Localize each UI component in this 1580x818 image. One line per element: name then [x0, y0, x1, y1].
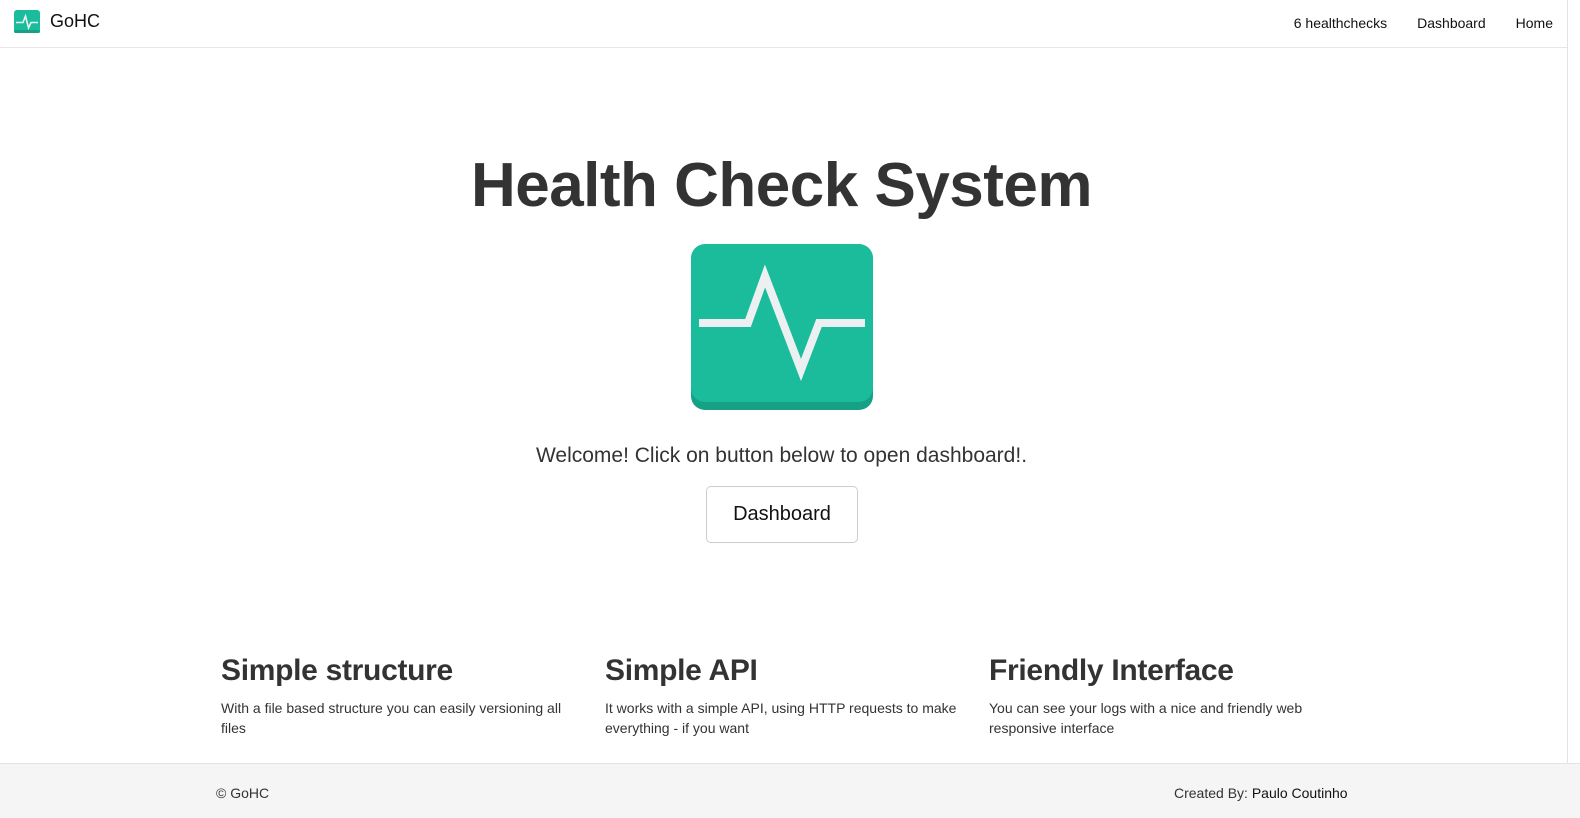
feature-description: You can see your logs with a nice and fr… — [989, 700, 1303, 736]
feature-description: With a file based structure you can easi… — [221, 700, 562, 736]
feature-simple-api: Simple API It works with a simple API, u… — [605, 652, 965, 738]
feature-description: It works with a simple API, using HTTP r… — [605, 700, 957, 736]
page-footer: © GoHC Created By: Paulo Coutinho — [0, 763, 1580, 818]
nav-link-dashboard[interactable]: Dashboard — [1417, 15, 1486, 31]
author-link[interactable]: Paulo Coutinho — [1251, 785, 1348, 801]
feature-simple-structure: Simple structure With a file based struc… — [221, 652, 581, 738]
brand-name: GoHC — [50, 11, 101, 31]
scrollbar[interactable] — [1567, 0, 1580, 763]
heartbeat-icon — [14, 10, 40, 33]
nav-link-home[interactable]: Home — [1515, 15, 1553, 31]
nav-links: 6 healthchecks Dashboard Home — [1294, 0, 1567, 47]
page-title: Health Check System — [470, 151, 1093, 220]
heartbeat-icon — [691, 244, 873, 410]
dashboard-button[interactable]: Dashboard — [706, 486, 858, 543]
top-navbar: GoHC 6 healthchecks Dashboard Home — [0, 0, 1567, 48]
feature-title: Simple structure — [221, 654, 453, 687]
footer-copyright: © GoHC — [216, 785, 270, 801]
footer-credit: Created By: Paulo Coutinho — [1174, 785, 1348, 801]
footer-credit-label: Created By: — [1174, 785, 1252, 801]
feature-title: Friendly Interface — [989, 654, 1234, 687]
feature-title: Simple API — [605, 654, 758, 687]
welcome-message: Welcome! Click on button below to open d… — [535, 444, 1028, 467]
feature-friendly-interface: Friendly Interface You can see your logs… — [989, 652, 1349, 738]
brand-link[interactable]: GoHC — [14, 10, 100, 33]
nav-link-healthchecks[interactable]: 6 healthchecks — [1293, 15, 1388, 31]
